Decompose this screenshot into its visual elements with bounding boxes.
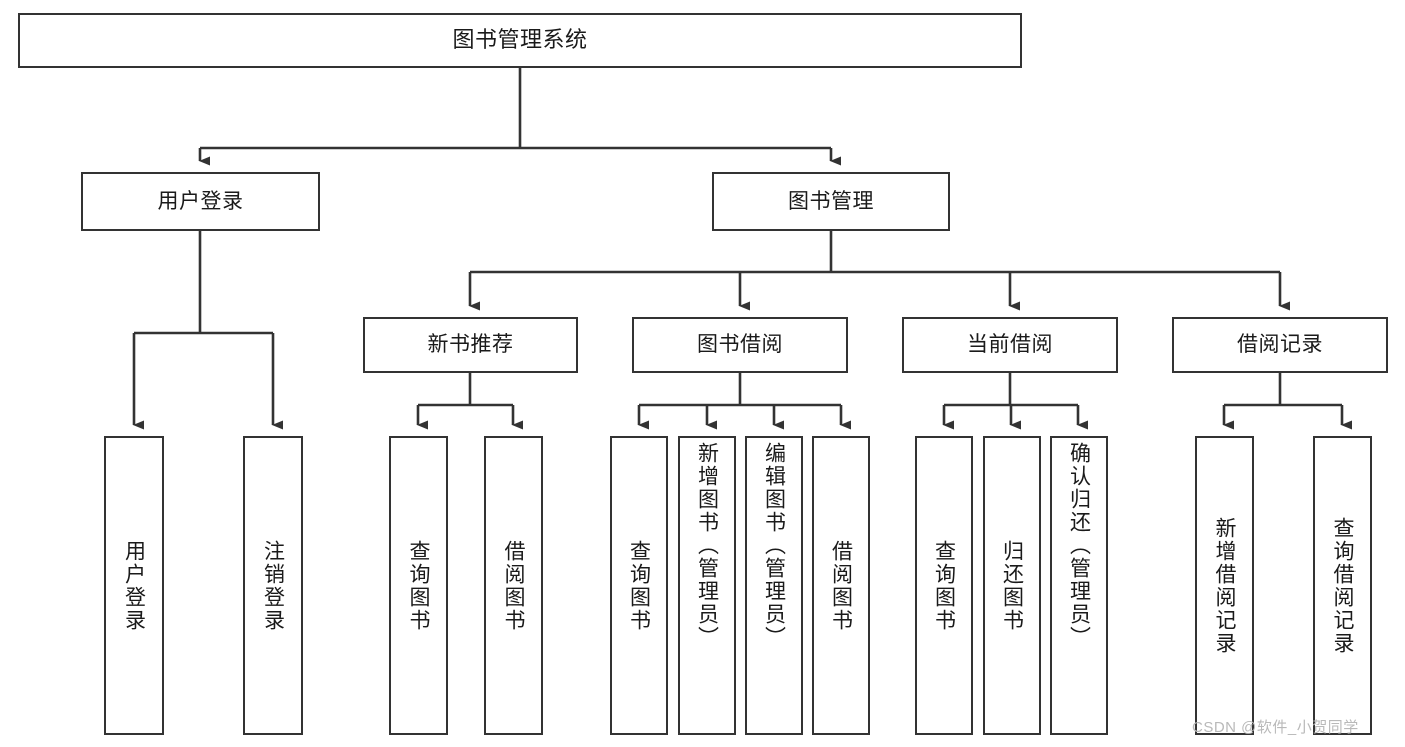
level2-node-label: 图书管理 [788, 189, 874, 213]
level3-node-label: 借阅记录 [1237, 333, 1323, 357]
leaf-node-label: 编辑图书（管理员） [762, 442, 786, 649]
leaf-node-label: 查询借阅记录 [1331, 516, 1354, 655]
leaf-node-3[interactable]: 借阅图书 [484, 436, 543, 735]
root-node-label: 图书管理系统 [452, 27, 588, 53]
level3-node-3[interactable]: 借阅记录 [1172, 317, 1388, 373]
leaf-node-8[interactable]: 查询图书 [915, 436, 973, 735]
leaf-node-9[interactable]: 归还图书 [983, 436, 1041, 735]
leaf-node-label: 用户登录 [122, 539, 146, 632]
leaf-node-label: 借阅图书 [829, 539, 853, 632]
leaf-node-label: 新增借阅记录 [1213, 516, 1236, 655]
leaf-node-7[interactable]: 借阅图书 [812, 436, 870, 735]
leaf-node-label: 借阅图书 [502, 539, 525, 632]
level3-node-label: 当前借阅 [967, 333, 1053, 357]
level2-node-1[interactable]: 图书管理 [712, 172, 950, 231]
level2-node-0[interactable]: 用户登录 [81, 172, 320, 231]
leaf-node-11[interactable]: 新增借阅记录 [1195, 436, 1254, 735]
leaf-node-6[interactable]: 编辑图书（管理员） [745, 436, 803, 735]
leaf-node-1[interactable]: 注销登录 [243, 436, 303, 735]
level2-node-label: 用户登录 [157, 189, 244, 213]
level3-node-label: 图书借阅 [697, 333, 783, 357]
leaf-node-10[interactable]: 确认归还（管理员） [1050, 436, 1108, 735]
leaf-node-label: 查询图书 [407, 539, 430, 632]
leaf-node-label: 归还图书 [1000, 539, 1024, 632]
leaf-node-label: 注销登录 [261, 539, 285, 632]
leaf-node-label: 查询图书 [932, 539, 956, 632]
connector-lines [132, 68, 1352, 430]
leaf-node-5[interactable]: 新增图书（管理员） [678, 436, 736, 735]
leaf-node-0[interactable]: 用户登录 [104, 436, 164, 735]
level3-node-label: 新书推荐 [427, 333, 514, 357]
leaf-node-label: 确认归还（管理员） [1067, 442, 1091, 649]
leaf-node-label: 新增图书（管理员） [695, 442, 719, 649]
leaf-node-12[interactable]: 查询借阅记录 [1313, 436, 1372, 735]
level3-node-1[interactable]: 图书借阅 [632, 317, 848, 373]
level3-node-0[interactable]: 新书推荐 [363, 317, 578, 373]
leaf-node-label: 查询图书 [627, 539, 651, 632]
root-node-0[interactable]: 图书管理系统 [18, 13, 1022, 68]
leaf-node-4[interactable]: 查询图书 [610, 436, 668, 735]
level3-node-2[interactable]: 当前借阅 [902, 317, 1118, 373]
leaf-node-2[interactable]: 查询图书 [389, 436, 448, 735]
